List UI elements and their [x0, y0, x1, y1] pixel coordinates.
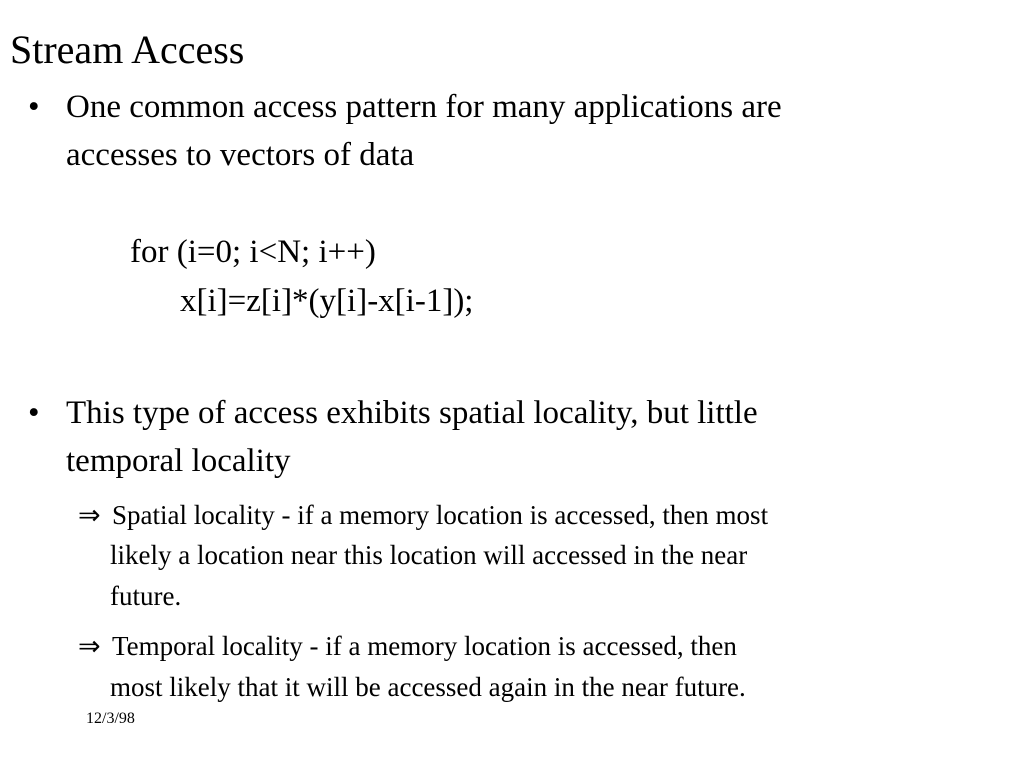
sub-2-line-1: Temporal locality - if a memory location… — [112, 631, 737, 661]
code-line-1: for (i=0; i<N; i++) — [130, 234, 376, 270]
bullet-marker: • — [28, 395, 40, 431]
slide-date: 12/3/98 — [86, 710, 135, 727]
bullet-1-line-1: One common access pattern for many appli… — [66, 89, 782, 125]
bullet-2-line-1: This type of access exhibits spatial loc… — [66, 395, 758, 431]
implies-icon: ⇒ — [78, 500, 101, 530]
sub-1-line-3: future. — [110, 581, 182, 611]
code-line-2: x[i]=z[i]*(y[i]-x[i-1]); — [180, 283, 474, 319]
slide-title: Stream Access — [10, 27, 245, 72]
bullet-1-line-2: accesses to vectors of data — [66, 137, 415, 173]
bullet-marker: • — [28, 89, 40, 125]
sub-1-line-1: Spatial locality - if a memory location … — [112, 500, 769, 530]
implies-icon: ⇒ — [78, 631, 101, 661]
bullet-2-line-2: temporal locality — [66, 443, 291, 479]
sub-2-line-2: most likely that it will be accessed aga… — [110, 672, 746, 702]
sub-1-line-2: likely a location near this location wil… — [110, 540, 748, 570]
